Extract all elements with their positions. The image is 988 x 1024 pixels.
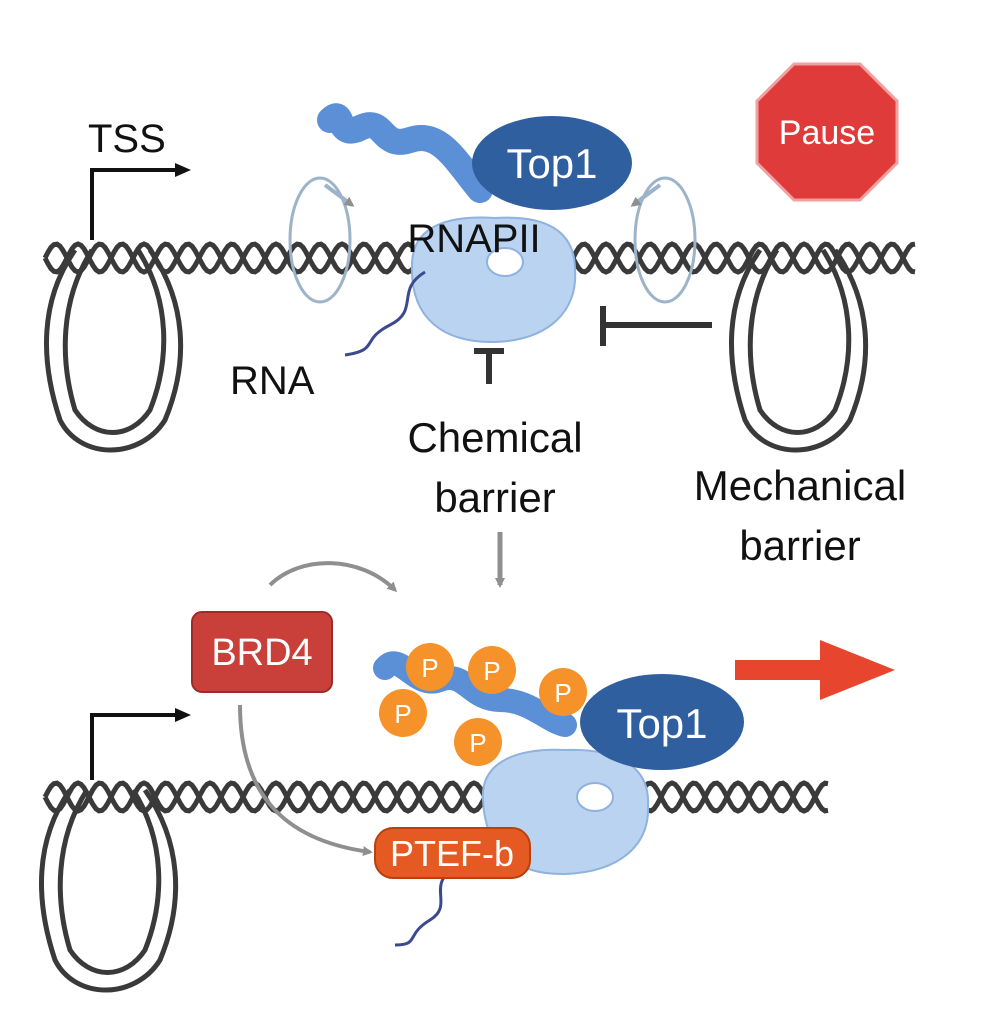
rna-label: RNA bbox=[230, 359, 315, 403]
phospho-label: P bbox=[421, 653, 438, 683]
phospho-label: P bbox=[469, 728, 486, 758]
top-panel: TSS Top1 RNAPII RNA Che bbox=[42, 62, 916, 569]
brd4-to-ptefb-arrow bbox=[238, 704, 373, 857]
pause-label: Pause bbox=[779, 114, 875, 152]
chemical-barrier-inhibitor bbox=[474, 348, 504, 384]
tss-label: TSS bbox=[88, 117, 166, 161]
dna-helix-strand bbox=[42, 780, 829, 814]
phospho-group: P bbox=[454, 718, 502, 766]
phospho-group: P bbox=[468, 646, 516, 694]
brd4-recruit-arrow bbox=[268, 561, 398, 593]
phospho-label: P bbox=[394, 699, 411, 729]
phospho-label: P bbox=[483, 656, 500, 686]
rna-strand-top bbox=[344, 270, 426, 357]
elongation-arrow bbox=[735, 640, 895, 700]
tss-arrow bbox=[90, 163, 191, 240]
tss-arrow-bottom bbox=[90, 708, 191, 780]
dna-strand-bottom bbox=[42, 780, 829, 814]
brd4-box bbox=[191, 611, 333, 693]
top1-label-top: Top1 bbox=[506, 140, 597, 187]
phospho-group: P bbox=[379, 689, 427, 737]
supercoil-arrow-left bbox=[288, 176, 355, 304]
chemical-barrier-label-line2: barrier bbox=[434, 474, 555, 521]
top1-label-bottom: Top1 bbox=[616, 700, 707, 747]
rnapii-label: RNAPII bbox=[407, 217, 540, 261]
mechanical-barrier-label-line1: Mechanical bbox=[694, 462, 906, 509]
rna-strand-bottom bbox=[394, 866, 456, 947]
mechanical-barrier-label-line2: barrier bbox=[739, 522, 860, 569]
top1-enzyme-top bbox=[472, 116, 632, 210]
chemical-barrier-label-line1: Chemical bbox=[407, 414, 582, 461]
nucleosome-right-top bbox=[728, 248, 869, 453]
phospho-group: P bbox=[539, 668, 587, 716]
nucleosome-left-bottom bbox=[38, 788, 179, 993]
rnapii-complex-top bbox=[410, 216, 577, 344]
nucleosome-left-top bbox=[43, 248, 184, 453]
ptefb-label: PTEF-b bbox=[390, 833, 514, 874]
bottom-panel: BRD4 Top1 P P P P bbox=[38, 561, 895, 993]
ptefb-box bbox=[374, 827, 531, 879]
phospho-label: P bbox=[554, 678, 571, 708]
top1-enzyme-bottom bbox=[580, 674, 744, 770]
brd4-label: BRD4 bbox=[211, 632, 312, 674]
supercoil-arrow-right bbox=[630, 176, 697, 304]
dna-helix-strand bbox=[42, 780, 829, 814]
phospho-group: P bbox=[406, 643, 454, 691]
mechanical-barrier-inhibitor bbox=[600, 306, 712, 346]
ctd-tail-top bbox=[317, 103, 493, 203]
pause-stop-sign bbox=[755, 62, 899, 202]
